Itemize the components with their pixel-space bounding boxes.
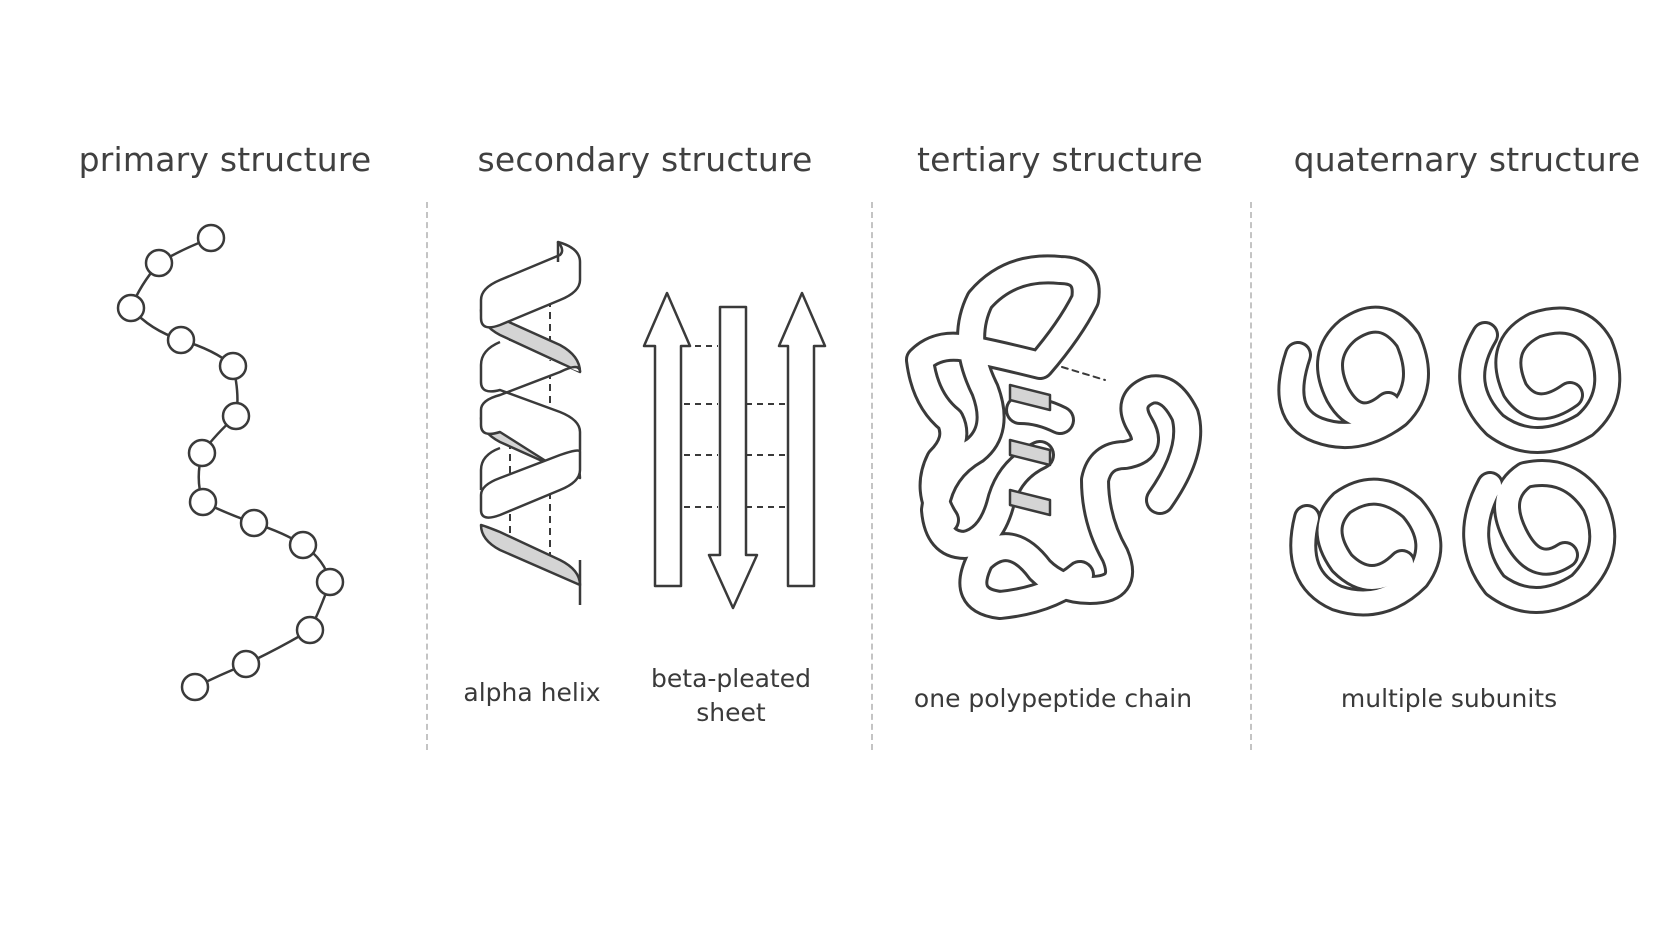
beta-strand-down-arrow (707, 305, 759, 610)
amino-acid-bead (144, 248, 174, 278)
beta-strand-up-arrow (642, 291, 692, 588)
panel-divider (871, 202, 873, 750)
helix-front-ribbon (479, 449, 582, 519)
amino-acid-bead (196, 223, 226, 253)
subunit (1458, 306, 1622, 454)
amino-acid-bead (231, 649, 261, 679)
subunit (1277, 305, 1430, 449)
amino-acid-bead (187, 438, 217, 468)
amino-acid-bead (218, 351, 248, 381)
amino-acid-bead (288, 530, 318, 560)
tertiary-structure-heading: tertiary structure (916, 140, 1204, 179)
helix-front-ribbon (479, 240, 582, 329)
quaternary-assembly (1277, 305, 1622, 617)
amino-acid-beads (116, 223, 345, 702)
alpha-helix (479, 240, 582, 605)
alpha-helix-caption: alpha helix (463, 678, 601, 707)
quaternary-caption: multiple subunits (1340, 684, 1558, 713)
helix-back-band (479, 523, 582, 587)
amino-acid-bead (239, 508, 269, 538)
polypeptide-tube-fill (908, 257, 1200, 617)
tertiary-fold (905, 254, 1203, 620)
amino-acid-bead (180, 672, 210, 702)
quaternary-structure-heading: quaternary structure (1293, 140, 1641, 179)
amino-acid-bead (295, 615, 325, 645)
primary-structure-chain (129, 236, 332, 689)
subunit (1462, 459, 1617, 614)
amino-acid-bead (166, 325, 196, 355)
helix-front-ribbon (479, 446, 501, 490)
amino-acid-backbone (129, 236, 332, 689)
beta-pleated-sheet (642, 291, 827, 610)
amino-acid-bead (116, 293, 146, 323)
beta-strand-up-arrow (777, 291, 827, 588)
amino-acid-bead (221, 401, 251, 431)
beta-sheet-caption-line-1: beta-pleated (651, 664, 811, 693)
subunit (1289, 477, 1443, 617)
tertiary-caption: one polypeptide chain (913, 684, 1193, 713)
hydrogen-bond-line (1061, 366, 1106, 381)
beta-sheet-caption-line-2: sheet (696, 698, 766, 727)
beta-sheet-caption: beta-pleated sheet (651, 662, 811, 730)
amino-acid-bead (188, 487, 218, 517)
panel-divider (426, 202, 428, 750)
primary-structure-heading: primary structure (78, 140, 372, 179)
secondary-structure-heading: secondary structure (477, 140, 813, 179)
helix-segment (1008, 383, 1052, 517)
amino-acid-bead (315, 567, 345, 597)
panel-divider (1250, 202, 1252, 750)
